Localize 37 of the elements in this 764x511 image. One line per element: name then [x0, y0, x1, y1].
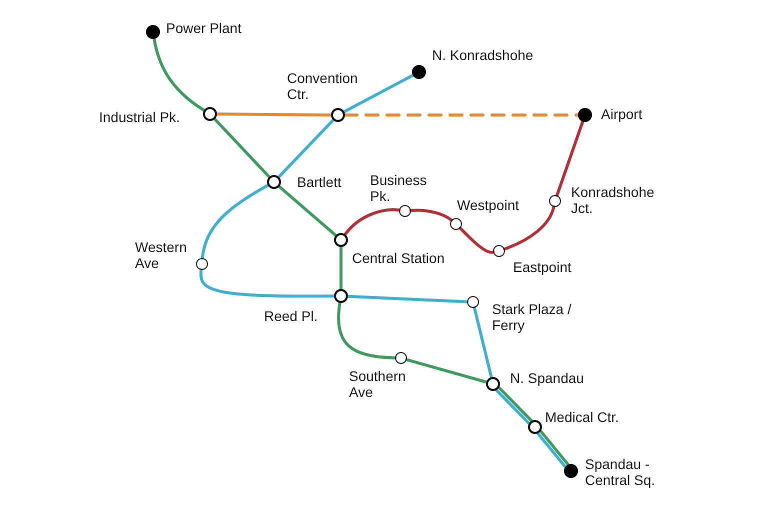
station-name: Airport — [601, 106, 642, 122]
station-name: Stark Plaza / Ferry — [492, 301, 572, 333]
transit-line — [344, 114, 580, 116]
station-name: Reed Pl. — [264, 308, 318, 324]
station-name: N. Spandau — [510, 370, 584, 386]
transit-line — [152, 37, 206, 112]
station-name: Central Station — [352, 250, 445, 266]
transit-line — [216, 112, 332, 116]
transit-line — [458, 226, 495, 254]
station-name: N. Konradshohe — [432, 47, 534, 63]
transit-line — [344, 208, 401, 236]
transit-line — [409, 208, 453, 222]
station-name: Convention Ctr. — [287, 70, 359, 102]
station-name: Business Pk. — [370, 172, 428, 204]
station-name: Medical Ctr. — [545, 409, 619, 425]
transit-line — [405, 358, 488, 384]
station-name: Western Ave — [135, 239, 188, 271]
transit-line — [342, 74, 414, 114]
station-name: Westpoint — [457, 197, 519, 213]
transit-line — [277, 118, 335, 178]
station-name: Konradshohe Jct. — [571, 184, 656, 216]
transit-line — [340, 246, 342, 290]
station-name: Southern Ave — [349, 368, 407, 400]
transit-line — [199, 268, 336, 298]
transit-line — [213, 118, 271, 178]
transit-line — [337, 301, 396, 360]
transit-line — [555, 120, 584, 197]
transit-line — [200, 184, 270, 260]
station-name: Bartlett — [297, 174, 342, 190]
station-name: Power Plant — [166, 20, 242, 36]
transit-line — [472, 306, 493, 379]
transit-line — [503, 205, 556, 250]
transit-line — [278, 185, 338, 237]
station-name: Eastpoint — [513, 259, 572, 275]
station-name: Industrial Pk. — [99, 109, 180, 125]
station-name: Spandau - Central Sq. — [585, 456, 656, 488]
transit-line — [346, 294, 468, 304]
